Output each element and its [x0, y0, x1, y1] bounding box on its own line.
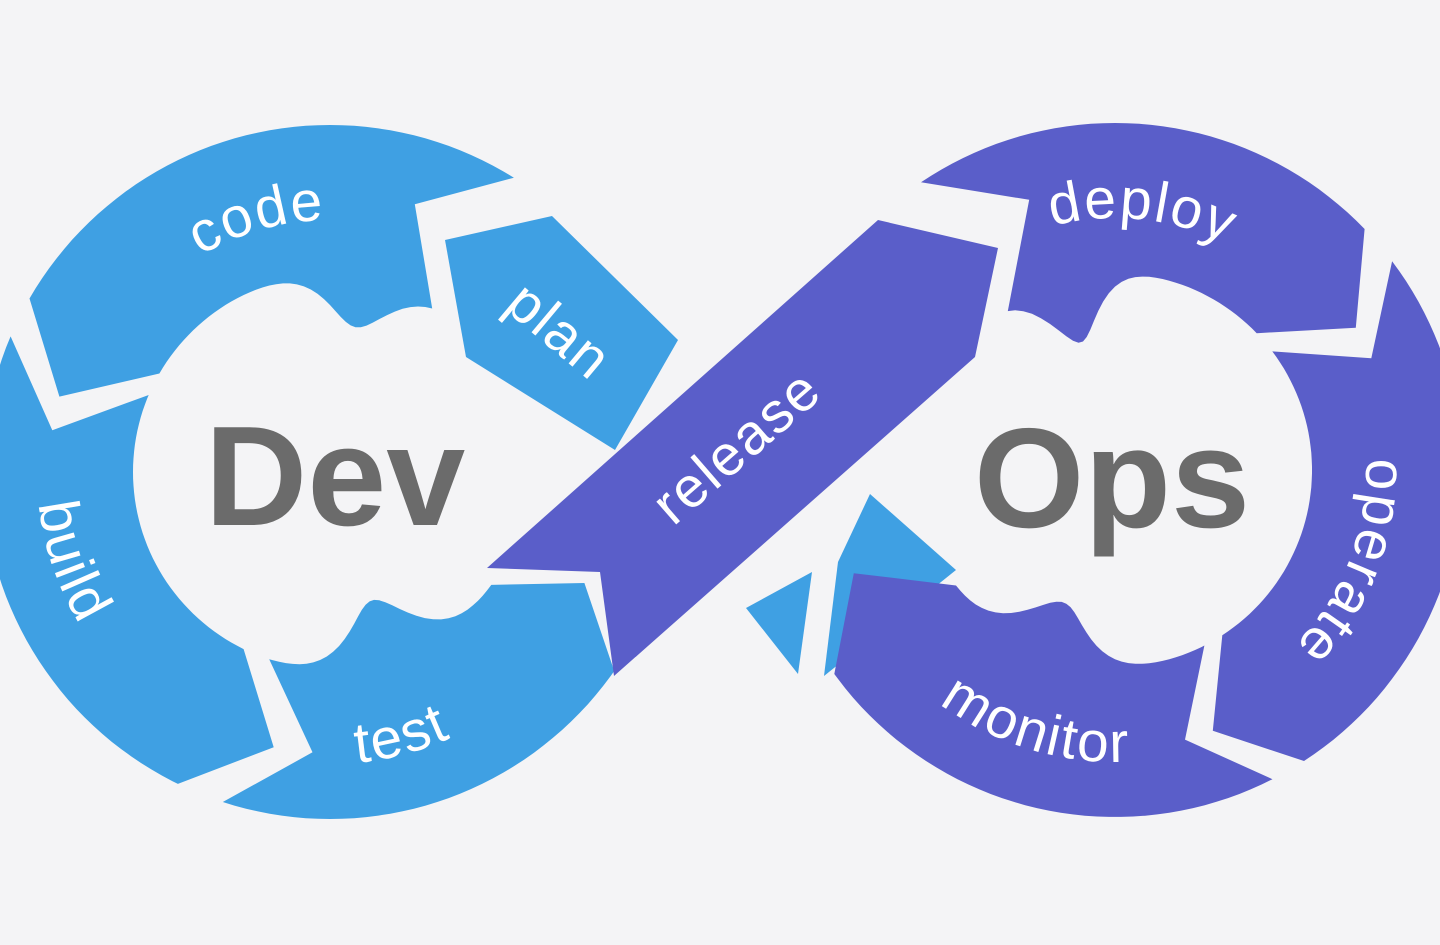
deploy-segment	[921, 123, 1365, 343]
dev-crossing-sliver	[746, 572, 812, 674]
ops-loop-name: Ops	[974, 399, 1250, 558]
dev-loop-name: Dev	[205, 397, 466, 556]
release-ribbon	[487, 220, 998, 676]
plan-segment	[445, 216, 678, 450]
operate-segment	[1212, 261, 1440, 761]
build-segment	[0, 336, 274, 784]
test-segment	[222, 583, 615, 819]
code-segment	[29, 125, 514, 397]
monitor-segment	[834, 573, 1273, 817]
